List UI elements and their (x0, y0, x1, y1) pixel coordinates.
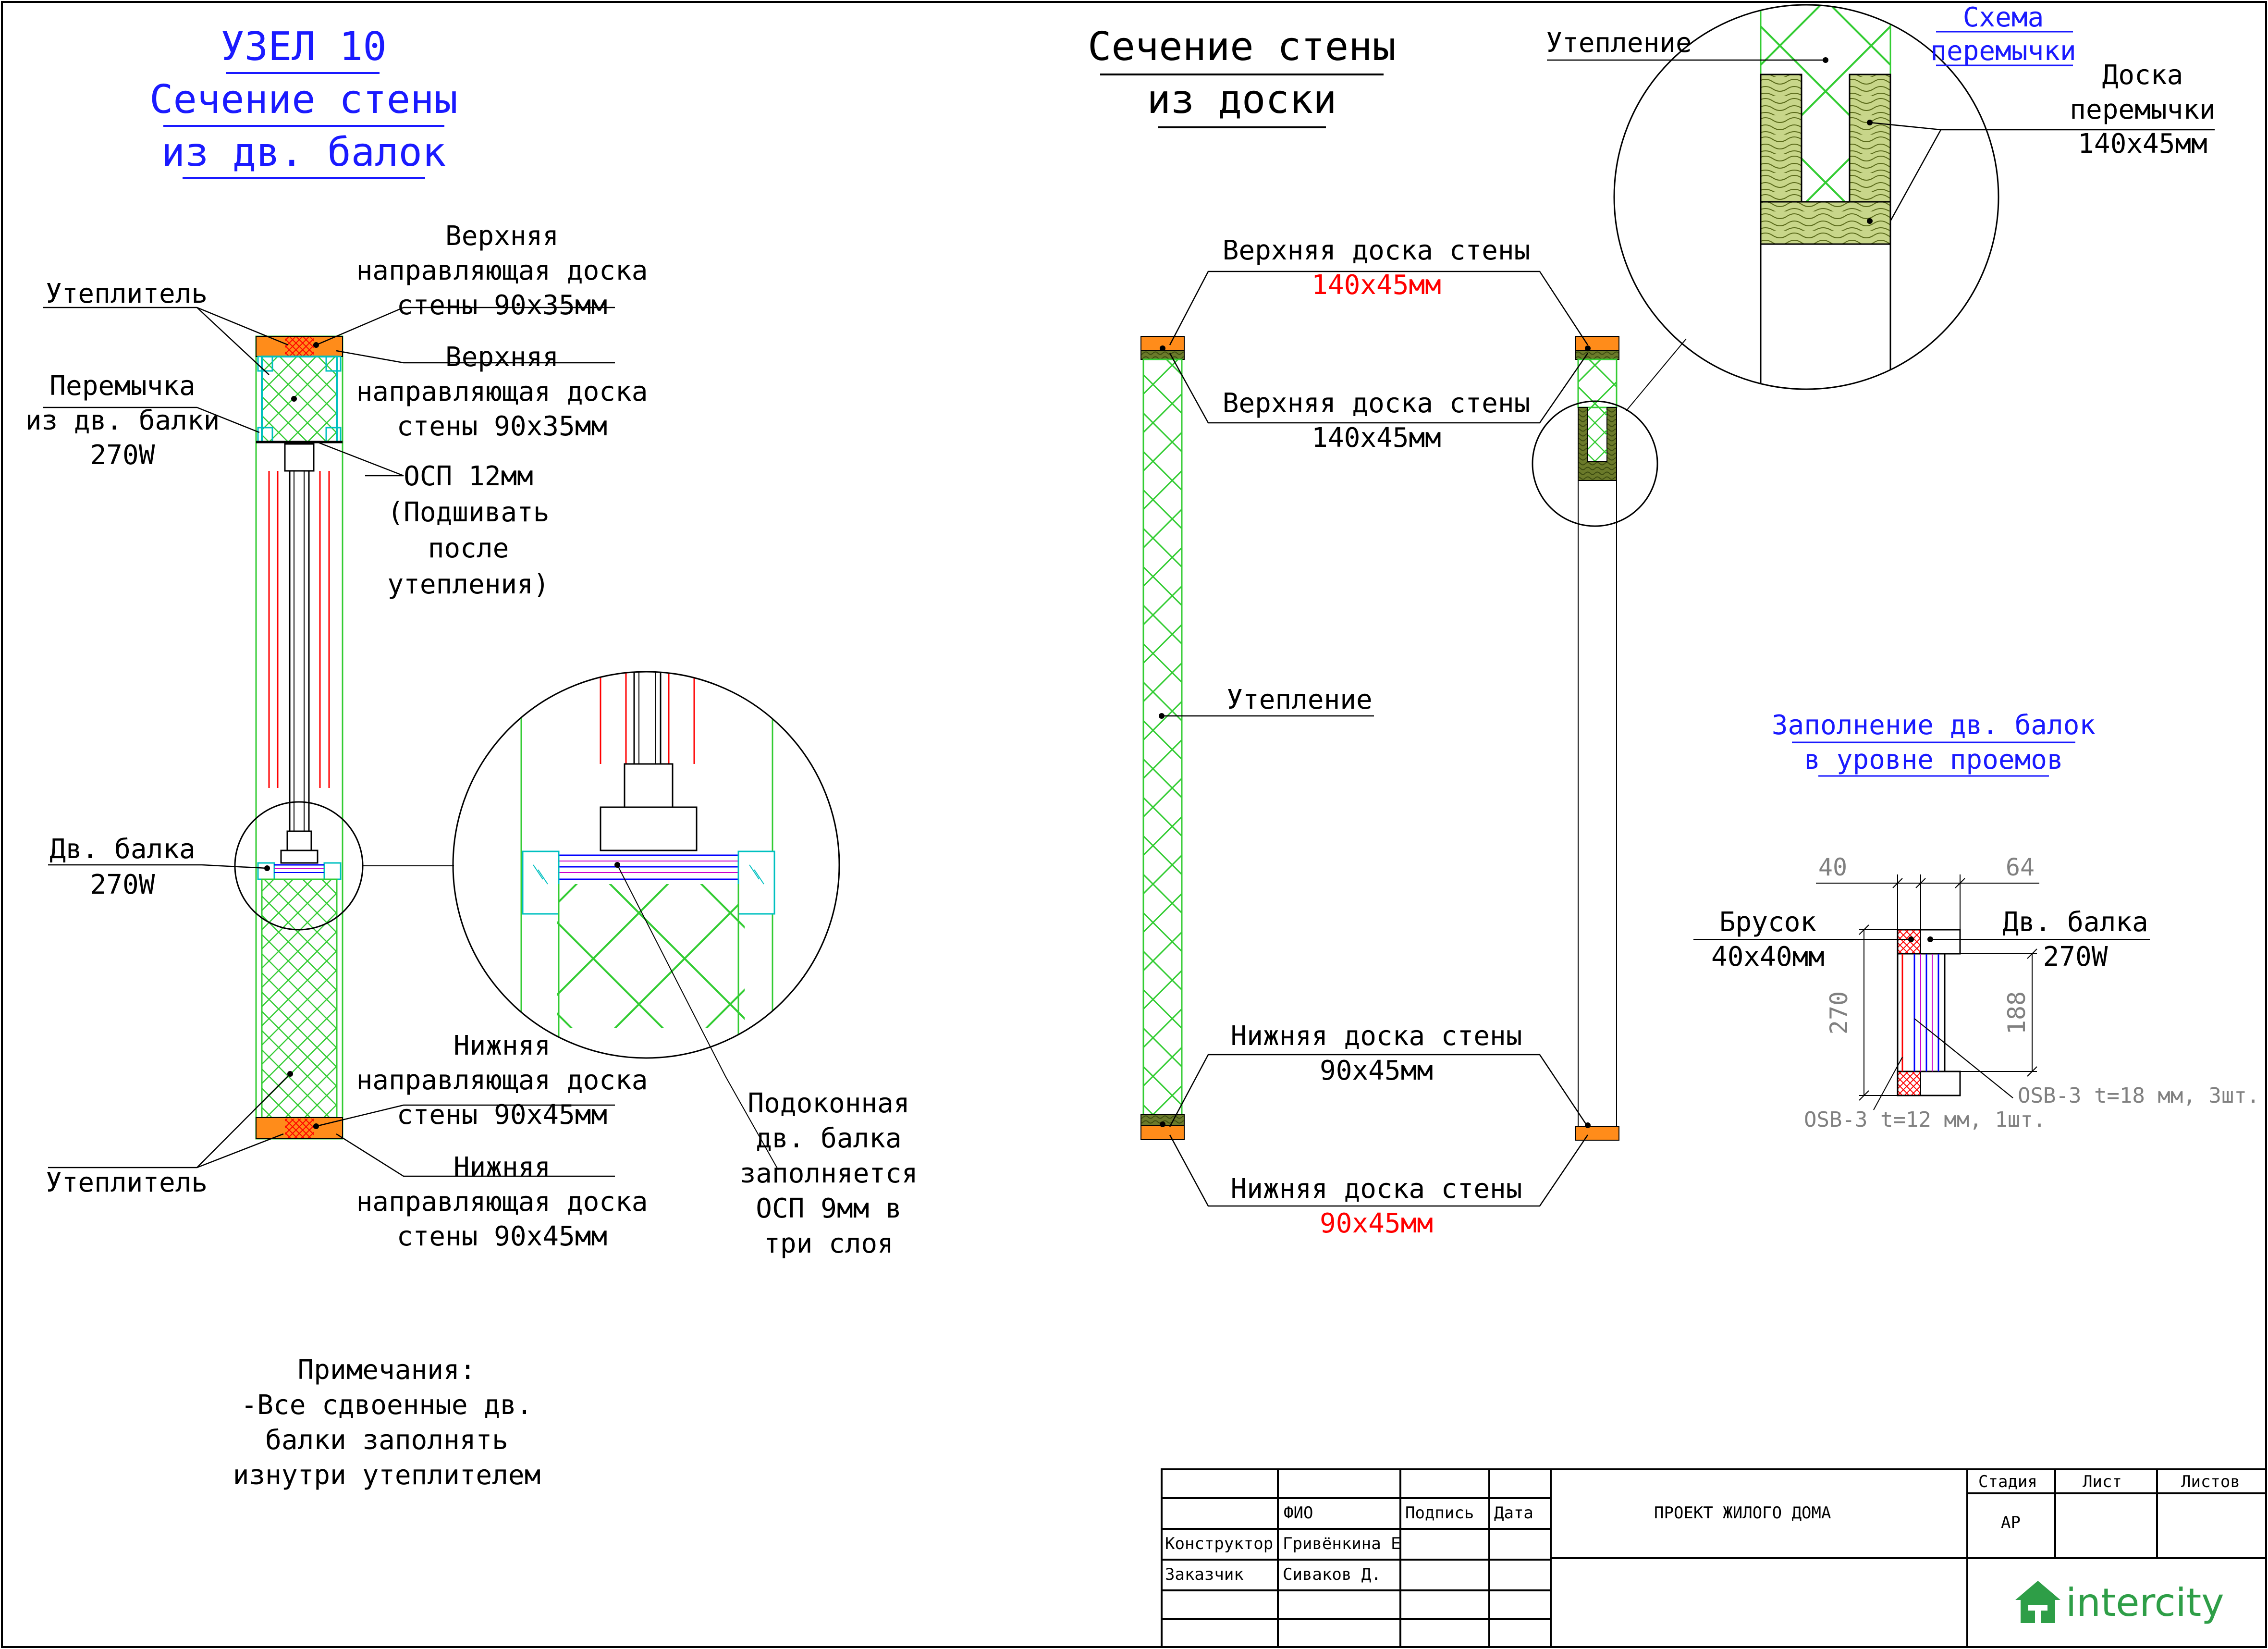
left-title-line-2: Сечение стены (149, 77, 458, 123)
label-detail-insulation: Утепление (1546, 27, 1692, 59)
tb-stage-header: Стадия (1978, 1472, 2037, 1491)
label-lintel-1: Перемычка (49, 370, 195, 402)
label-top-board-2b: 140х45мм (1312, 422, 1441, 454)
label-insulator-top: Утеплитель (46, 278, 208, 309)
tb-date-header: Дата (1494, 1503, 1533, 1523)
label-osb-2: (Подшивать (387, 497, 549, 528)
label-lintel-2: из дв. балки (25, 405, 220, 436)
label-lintel-scheme-2: перемычки (1930, 36, 2076, 67)
logo-text: intercity (2066, 1580, 2224, 1625)
board-wall-left (1140, 336, 1185, 1140)
dim-270: 270 (1825, 991, 1853, 1034)
label-top-board-2a: Верхняя доска стены (1223, 388, 1531, 419)
label-sill-4: ОСП 9мм в (756, 1193, 901, 1224)
label-top-guide-1a: Верхняя (445, 221, 559, 252)
label-fill-beam-2: 270W (2043, 941, 2108, 972)
fill-title-2: в уровне проемов (1804, 744, 2063, 775)
label-top-guide-2b: направляющая доска (356, 376, 648, 407)
label-osb-12: OSB-3 t=12 мм, 1шт. (1804, 1108, 2046, 1132)
label-osb-1: ОСП 12мм (404, 461, 533, 492)
label-sill-3: заполняется (740, 1158, 918, 1189)
label-top-board-1b: 140х45мм (1312, 270, 1441, 301)
label-lintel-3: 270W (90, 440, 155, 471)
lintel-marker-circle (1532, 400, 1658, 527)
label-top-guide-2a: Верхняя (445, 342, 559, 373)
left-title-line-3: из дв. балок (161, 130, 446, 175)
notes-line-3: балки заполнять (265, 1425, 508, 1456)
lintel-scheme-circle (1613, 4, 1999, 390)
fill-title-1: Заполнение дв. балок (1772, 710, 2096, 741)
tb-role-2: Заказчик (1165, 1565, 1244, 1584)
tb-sign-header: Подпись (1405, 1503, 1474, 1523)
dim-188: 188 (2003, 991, 2031, 1034)
label-bar-1: Брусок (1719, 907, 1816, 938)
board-wall-right (1575, 336, 1619, 1141)
label-lintel-board-3: 140х45мм (2078, 128, 2207, 160)
dim-40: 40 (1818, 853, 1847, 881)
label-bottom-guide-2c: стены 90х45мм (397, 1221, 607, 1252)
intercity-logo: intercity (2015, 1580, 2224, 1625)
fill-detail (1897, 929, 1961, 1096)
label-bottom-guide-1b: направляющая доска (356, 1065, 648, 1096)
label-bottom-guide-2b: направляющая доска (356, 1186, 648, 1218)
label-bottom-board-2a: Нижняя доска стены (1231, 1173, 1522, 1205)
tb-role-1: Конструктор (1165, 1534, 1273, 1553)
label-bottom-guide-1a: Нижняя (454, 1030, 551, 1061)
label-insulator-bottom: Утеплитель (46, 1167, 208, 1198)
notes-line-4: изнутри утеплителем (233, 1460, 541, 1491)
label-double-beam-1: Дв. балка (49, 834, 195, 865)
title-block (1161, 1468, 2267, 1648)
label-top-guide-1b: направляющая доска (356, 255, 648, 286)
house-icon (2015, 1581, 2060, 1623)
right-title-line-2: из доски (1147, 77, 1337, 123)
label-osb-18: OSB-3 t=18 мм, 3шт. (2018, 1083, 2259, 1108)
label-bottom-guide-1c: стены 90х45мм (397, 1099, 607, 1131)
label-top-guide-2c: стены 90х35мм (397, 411, 607, 442)
label-lintel-board-2: перемычки (2070, 94, 2215, 125)
tb-fio-header: ФИО (1284, 1503, 1313, 1523)
label-lintel-scheme-1: Схема (1963, 2, 2044, 33)
label-lintel-board-1: Доска (2102, 60, 2183, 91)
tb-stage-value: АР (2001, 1513, 2021, 1532)
label-bottom-board-1b: 90х45мм (1320, 1055, 1433, 1086)
label-bottom-guide-2a: Нижняя (454, 1152, 551, 1183)
left-wall-section (255, 335, 343, 1140)
label-top-guide-1c: стены 90х35мм (397, 290, 607, 321)
tb-name-2: Сиваков Д. (1283, 1565, 1381, 1584)
label-osb-4: утепления) (387, 569, 549, 600)
notes: Примечания: -Все сдвоенные дв. балки зап… (233, 1354, 541, 1491)
label-insulation: Утепление (1226, 684, 1372, 715)
sill-detail-circle (452, 671, 840, 1059)
notes-line-1: Примечания: (298, 1354, 476, 1386)
left-title: УЗЕЛ 10 Сечение стены из дв. балок (149, 24, 458, 175)
label-osb-3: после (428, 533, 509, 564)
tb-sheets-header: Листов (2181, 1472, 2240, 1491)
dim-64: 64 (2006, 853, 2035, 881)
notes-line-2: -Все сдвоенные дв. (241, 1390, 533, 1421)
label-bottom-board-1a: Нижняя доска стены (1231, 1021, 1522, 1052)
label-bar-2: 40х40мм (1711, 941, 1825, 972)
left-title-line-1: УЗЕЛ 10 (221, 24, 387, 70)
tb-name-1: Гривёнкина Е (1283, 1534, 1401, 1553)
label-fill-beam-1: Дв. балка (2002, 907, 2148, 938)
label-sill-1: Подоконная (748, 1088, 909, 1119)
label-top-board-1a: Верхняя доска стены (1223, 235, 1531, 266)
label-double-beam-2: 270W (90, 869, 155, 900)
tb-sheet-header: Лист (2083, 1472, 2122, 1491)
right-title-line-1: Сечение стены (1088, 24, 1396, 70)
tb-project: ПРОЕКТ ЖИЛОГО ДОМА (1654, 1503, 1831, 1523)
label-sill-2: дв. балка (756, 1123, 901, 1154)
label-sill-5: три слоя (764, 1228, 894, 1259)
label-bottom-board-2b: 90х45мм (1320, 1208, 1433, 1239)
